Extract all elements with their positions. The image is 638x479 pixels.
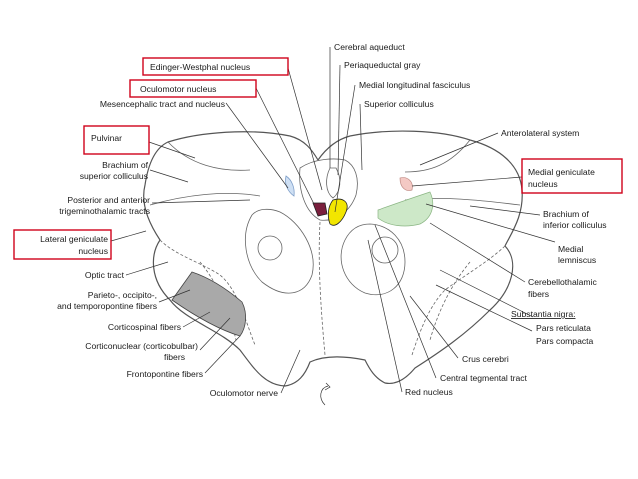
- crus-cerebri-shape: [171, 271, 246, 337]
- label-anterolateral: Anterolateral system: [501, 128, 579, 138]
- label-brachium-sup-2: superior colliculus: [80, 171, 148, 181]
- label-mesencephalic: Mesencephalic tract and nucleus: [100, 99, 225, 109]
- label-post-ant-2: trigeminothalamic tracts: [59, 206, 150, 216]
- label-corticonuclear-1: Corticonuclear (corticobulbar): [85, 341, 198, 351]
- label-central-tegmental: Central tegmental tract: [440, 373, 528, 383]
- label-brachium-inf-2: inferior colliculus: [543, 220, 607, 230]
- label-pulvinar: Pulvinar: [91, 133, 122, 143]
- oculomotor-nucleus-shape: [312, 202, 328, 217]
- label-oculomotor-nucleus: Oculomotor nucleus: [140, 84, 216, 94]
- right-lobe-line: [404, 139, 471, 173]
- label-frontopontine: Frontopontine fibers: [127, 369, 203, 379]
- label-parieto-1: Parieto-, occipito-,: [88, 290, 157, 300]
- label-substantia-nigra: Substantia nigra:: [511, 309, 576, 319]
- highlight-lateral-geniculate: [13, 229, 112, 260]
- highlight-pulvinar: [83, 125, 150, 155]
- label-cerebral-aqueduct: Cerebral aqueduct: [334, 42, 405, 52]
- label-cerebellothalamic-2: fibers: [528, 289, 549, 299]
- label-medial-lemniscus-1: Medial: [558, 244, 583, 254]
- aqueduct-outline: [326, 167, 341, 199]
- highlight-medial-geniculate: [521, 158, 623, 194]
- label-lat-gen-2: nucleus: [78, 246, 108, 256]
- midline-raphe: [318, 221, 326, 356]
- label-mlf: Medial longitudinal fasciculus: [359, 80, 470, 90]
- label-corticospinal: Corticospinal fibers: [108, 322, 181, 332]
- label-red-nucleus: Red nucleus: [405, 387, 453, 397]
- left-brachium-line: [149, 193, 261, 206]
- mesencephalic-nucleus-shape: [285, 175, 295, 197]
- label-oculomotor-nerve: Oculomotor nerve: [210, 388, 279, 398]
- label-pars-reticulata: Pars reticulata: [536, 323, 591, 333]
- label-medial-gen-2: nucleus: [528, 179, 558, 189]
- right-small-circle: [371, 236, 399, 264]
- label-lat-gen-1: Lateral geniculate: [40, 234, 108, 244]
- right-tegmentum: [340, 223, 406, 295]
- label-pars-compacta: Pars compacta: [536, 336, 594, 346]
- label-brachium-sup-1: Brachium of: [102, 160, 148, 170]
- leader-lines: [110, 47, 556, 394]
- label-brachium-inf-1: Brachium of: [543, 209, 589, 219]
- left-tegmentum: [245, 208, 314, 294]
- label-corticonuclear-2: fibers: [164, 352, 185, 362]
- label-crus-cerebri: Crus cerebri: [462, 354, 509, 364]
- highlight-oculomotor-nucleus: [129, 79, 257, 98]
- midbrain-outline: [143, 130, 523, 387]
- right-nigra-line: [429, 261, 471, 341]
- label-medial-gen-1: Medial geniculate: [528, 167, 595, 177]
- label-parieto-2: and temporopontine fibers: [57, 301, 157, 311]
- medial-geniculate-shape: [399, 177, 413, 191]
- highlight-edinger-westphal: [142, 57, 289, 76]
- label-superior-colliculus: Superior colliculus: [364, 99, 434, 109]
- left-crus-region: [159, 239, 256, 346]
- right-crus-region: [411, 245, 506, 356]
- edinger-westphal-shape: [327, 198, 348, 226]
- left-lobe-line: [167, 141, 251, 171]
- label-edinger-westphal: Edinger-Westphal nucleus: [150, 62, 250, 72]
- label-medial-lemniscus-2: lemniscus: [558, 255, 596, 265]
- label-periaqueductal: Periaqueductal gray: [344, 60, 421, 70]
- label-cerebellothalamic-1: Cerebellothalamic: [528, 277, 597, 287]
- periaqueductal-gray: [299, 158, 358, 221]
- highlight-boxes: [13, 57, 623, 260]
- left-small-circle: [257, 235, 283, 261]
- label-optic-tract: Optic tract: [85, 270, 125, 280]
- rotation-arrow-icon: [320, 382, 331, 406]
- medial-lemniscus-shape: [377, 191, 434, 227]
- label-post-ant-1: Posterior and anterior: [67, 195, 150, 205]
